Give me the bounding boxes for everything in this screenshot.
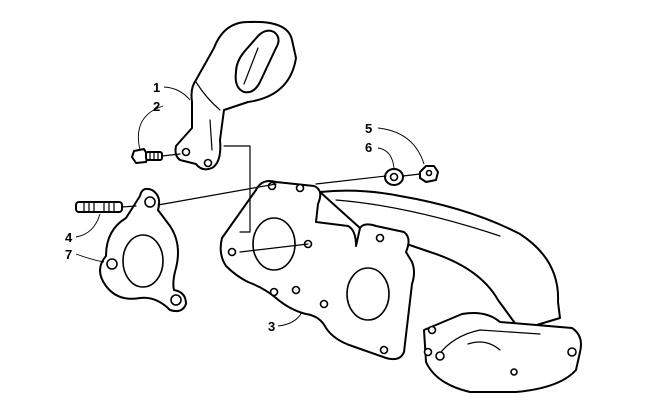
callouts: 1 2 3 4 5 6 7 (65, 80, 372, 334)
stud-part (75, 201, 123, 213)
leader-lines (75, 86, 425, 327)
callout-2: 2 (153, 99, 160, 114)
washer-part (384, 168, 404, 186)
callout-1: 1 (153, 80, 160, 95)
callout-6: 6 (365, 140, 372, 155)
manifold-part (219, 180, 582, 393)
callout-5: 5 (365, 121, 372, 136)
bracket-part (174, 20, 297, 171)
callout-7: 7 (65, 247, 72, 262)
gasket-part (99, 187, 187, 313)
nut-part (419, 165, 439, 183)
callout-4: 4 (65, 230, 73, 245)
callout-3: 3 (268, 319, 275, 334)
assembly-lines (121, 145, 421, 253)
bolt-part (131, 148, 163, 164)
